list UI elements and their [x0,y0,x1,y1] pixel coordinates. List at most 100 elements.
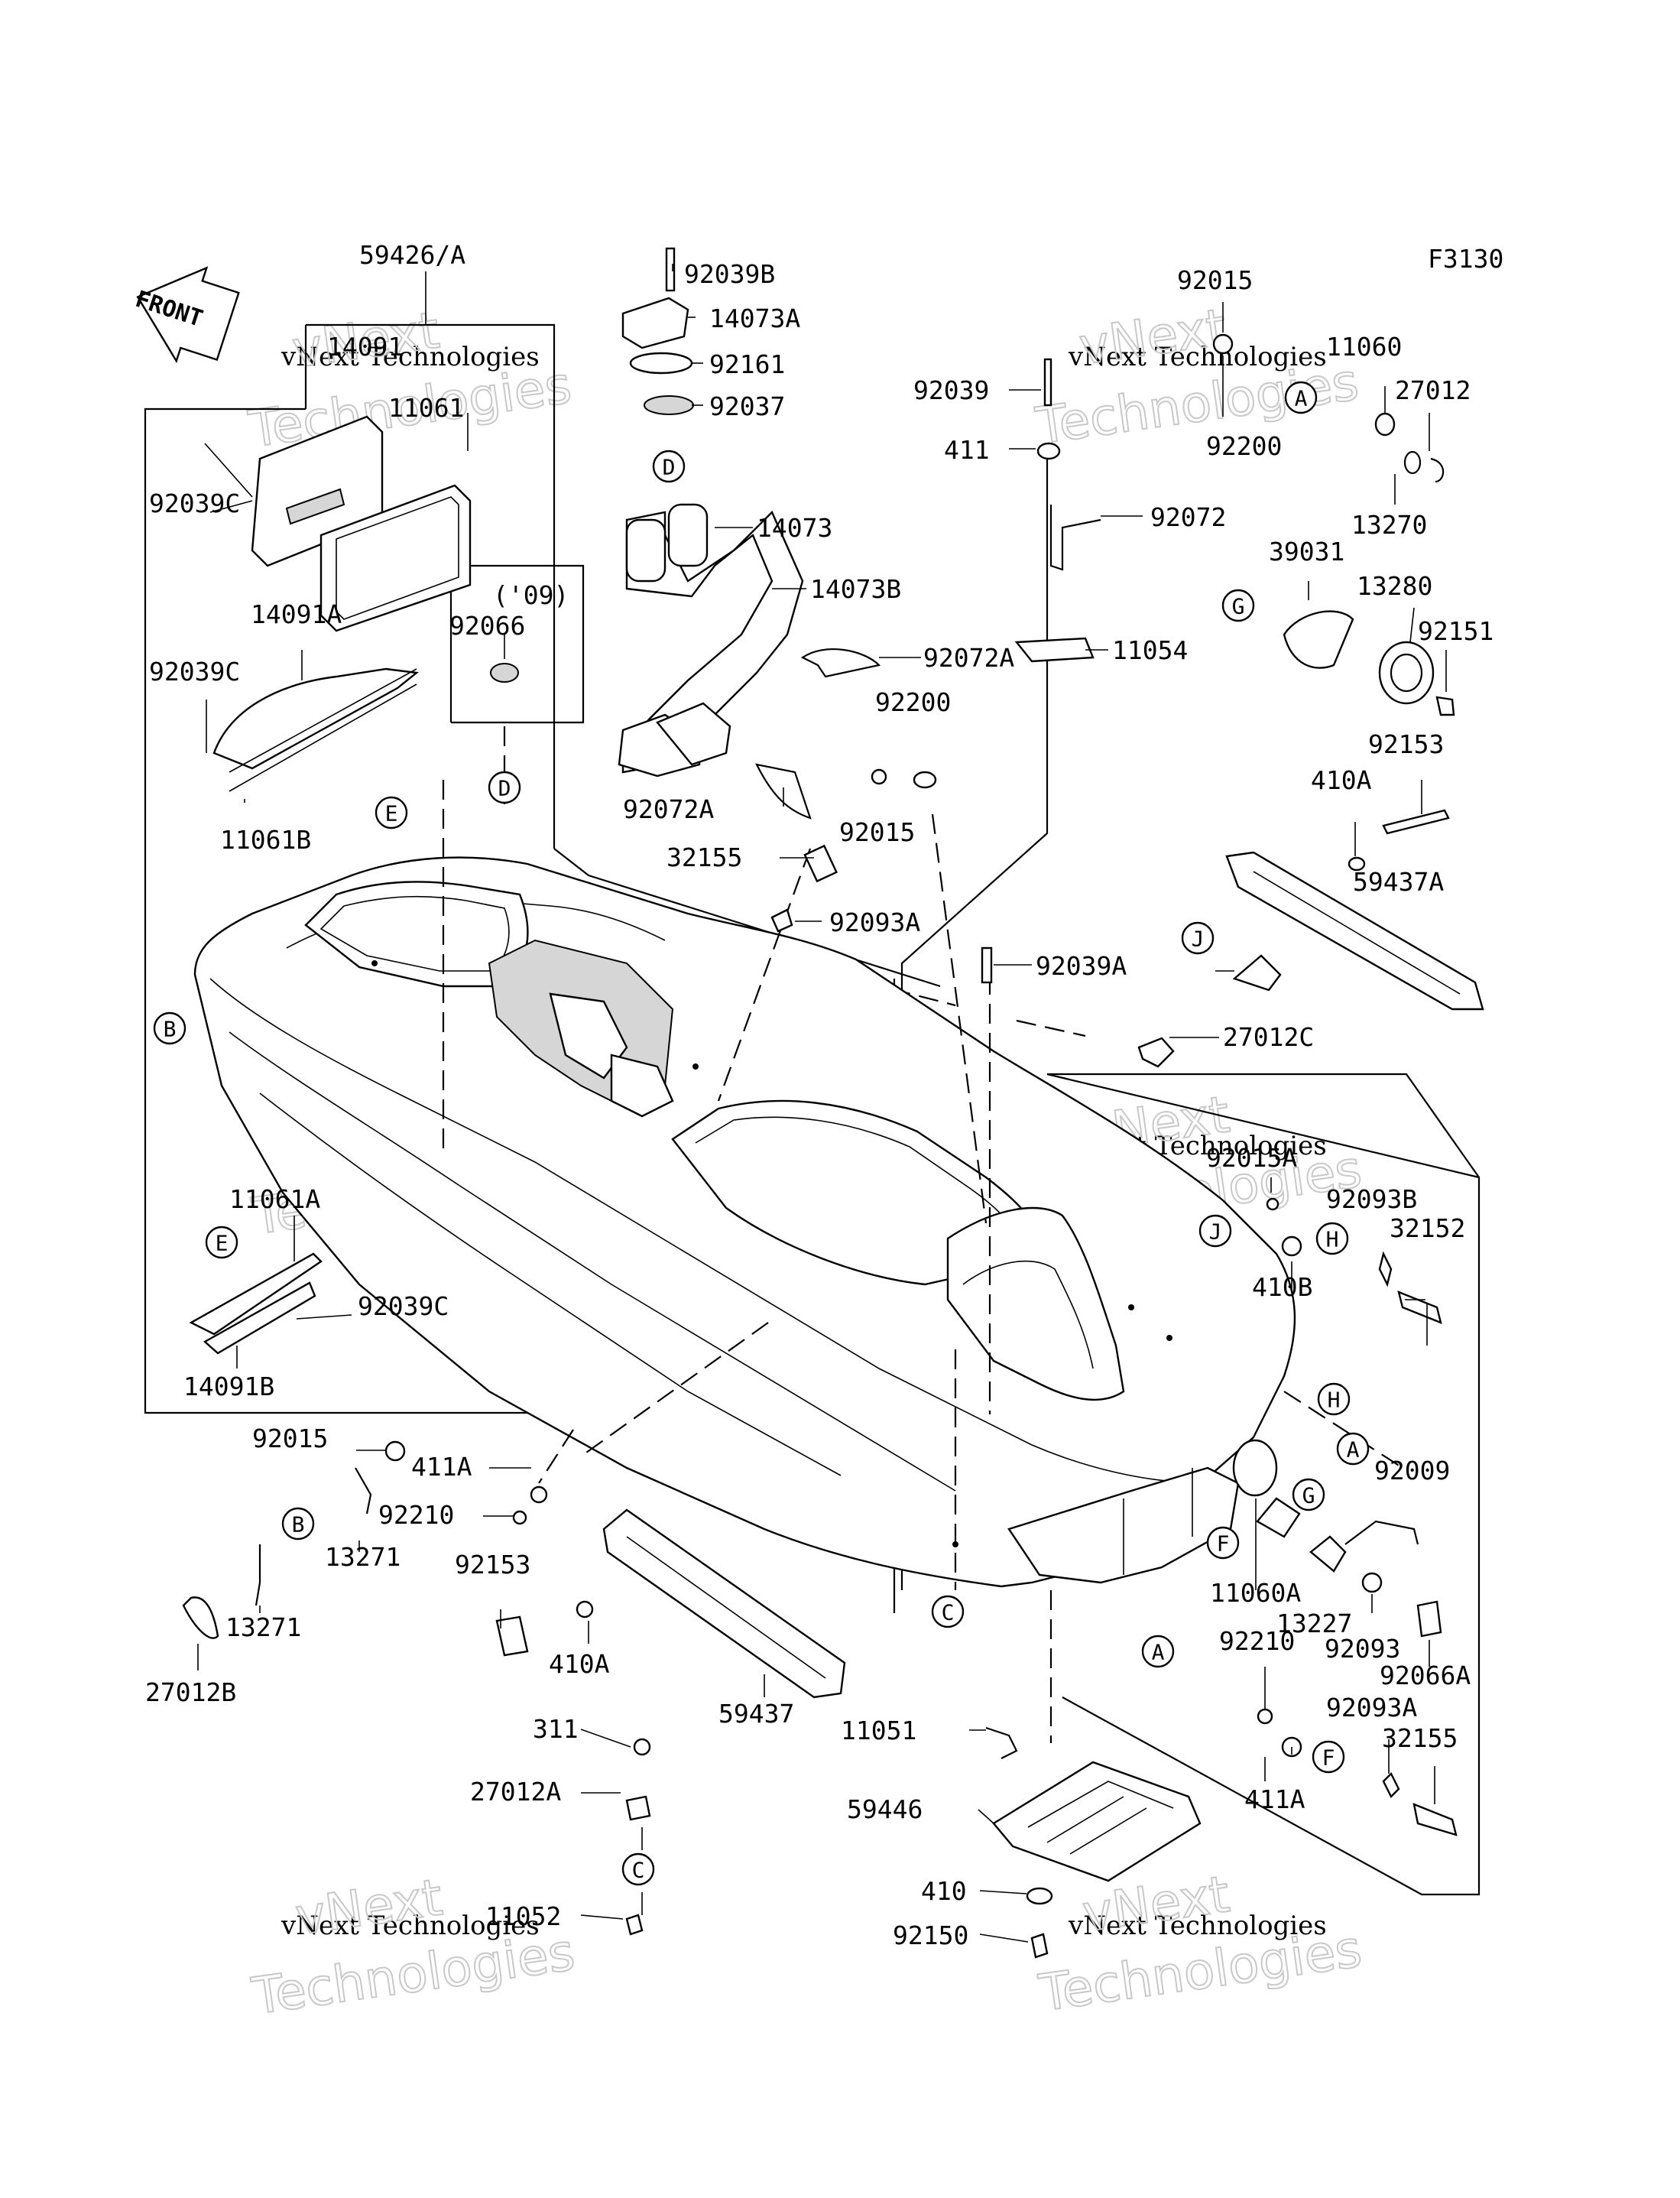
part-label: 59426/A [359,240,465,270]
svg-text:A: A [1295,386,1308,411]
part-label: 411 [944,435,990,465]
part-label: 39031 [1269,537,1344,567]
svg-text:D: D [663,455,676,480]
part-label: 92093A [829,907,920,937]
callout-circle: J [1198,1214,1232,1248]
part-label: 13280 [1357,571,1432,601]
part-label: 92161 [709,349,785,379]
part-label: 92039C [358,1291,449,1321]
svg-text:E: E [385,801,398,826]
part-label: 92039C [149,489,240,518]
figure-code: F3130 [1428,244,1503,274]
part-label: 59446 [847,1794,923,1824]
svg-text:F: F [1217,1531,1230,1557]
callout-circle: A [1336,1432,1370,1466]
band-92072A [755,648,881,820]
watermark-text: vNext Technologies [281,1911,540,1941]
part-label: 92210 [378,1500,454,1530]
part-label: 92153 [1368,729,1444,759]
part-label: 92039C [149,657,240,687]
part-label: 92039 [913,375,989,405]
svg-text:H: H [1326,1227,1339,1252]
duct-assembly-14073 [618,247,804,778]
part-label: 410A [549,1649,610,1679]
part-label: 14073B [810,574,901,604]
part-label: 410A [1311,765,1372,795]
svg-text:D: D [498,776,511,801]
callout-circle: F [1206,1526,1240,1560]
fastener-parts [182,333,1458,1959]
part-label: 13227 [1276,1609,1352,1638]
svg-text:E: E [216,1231,229,1256]
part-label: 92093B [1326,1184,1417,1214]
plug-92066 [490,663,519,683]
watermark-text: vNext Technologies [281,342,540,372]
intake-grate-59446 [992,1761,1202,1882]
part-label: 13271 [225,1612,301,1642]
part-label: 92072A [623,794,714,824]
callout-circle: D [652,450,686,483]
part-label: 11051 [841,1716,916,1745]
part-label: 92039B [684,259,775,289]
ride-plate-59437A [1225,851,1484,1011]
part-label: 27012B [145,1677,236,1707]
part-label: 11054 [1112,635,1188,665]
part-labels: 59426/A 14091 11061 92039C ('09) 92066 1… [145,240,1494,1950]
part-label: 14091 [327,332,403,362]
part-label: 32155 [666,843,742,872]
part-label: 11061 [388,393,464,423]
part-label: 92151 [1418,616,1494,646]
part-label: 92037 [709,391,785,421]
svg-text:H: H [1328,1388,1341,1413]
svg-text:C: C [632,1858,645,1883]
callout-circle: A [1284,381,1318,414]
callout-circle: E [205,1226,238,1259]
watermark-text: vNext Technologies [1068,342,1327,372]
svg-text:G: G [1302,1483,1315,1508]
part-label: 27012A [470,1777,561,1807]
part-label: 92200 [1206,431,1282,461]
callout-circle: G [1221,589,1255,622]
part-label: 11061A [229,1184,320,1214]
part-label: 92153 [455,1550,530,1580]
part-label: 92093A [1326,1693,1417,1722]
part-label: 410B [1252,1272,1312,1302]
svg-text:G: G [1232,594,1245,619]
part-label: 411A [411,1452,472,1482]
svg-text:J: J [1192,927,1205,952]
part-label: 411A [1244,1784,1305,1814]
cover-14091B [189,1252,323,1355]
callout-circle: J [1181,921,1215,955]
part-label: 13271 [325,1542,401,1572]
part-label: 92015 [1177,265,1253,295]
part-label: 14091A [251,599,342,629]
part-label: 59437 [718,1699,794,1729]
svg-text:B: B [292,1512,305,1537]
cover-14091A [212,667,419,792]
part-label: 27012 [1395,375,1471,405]
callout-circle: B [281,1507,315,1541]
part-label: 14073 [757,513,832,543]
callout-circle: E [375,796,408,830]
part-label: 92066A [1380,1661,1471,1690]
part-label: 11052 [485,1901,561,1931]
part-label: 14073A [709,304,800,333]
part-label: 59437A [1353,867,1444,897]
watermark-text: vNext Technologies [1068,1911,1327,1941]
callout-circle: D [488,771,521,804]
svg-text:A: A [1152,1640,1165,1665]
callout-circle: C [931,1595,965,1628]
part-label: 27012C [1223,1022,1314,1052]
part-label: 92200 [875,687,951,717]
callout-circle: B [153,1011,186,1045]
callout-circle: H [1317,1382,1351,1416]
front-arrow-icon: FRONT [132,266,240,364]
part-label: 92015 [252,1424,328,1453]
gasket-11061 [319,484,472,632]
part-label: 311 [533,1714,579,1744]
part-label: 92210 [1219,1626,1295,1656]
callout-circle: F [1312,1740,1345,1774]
callout-circle: H [1315,1222,1349,1255]
svg-text:C: C [942,1600,955,1625]
